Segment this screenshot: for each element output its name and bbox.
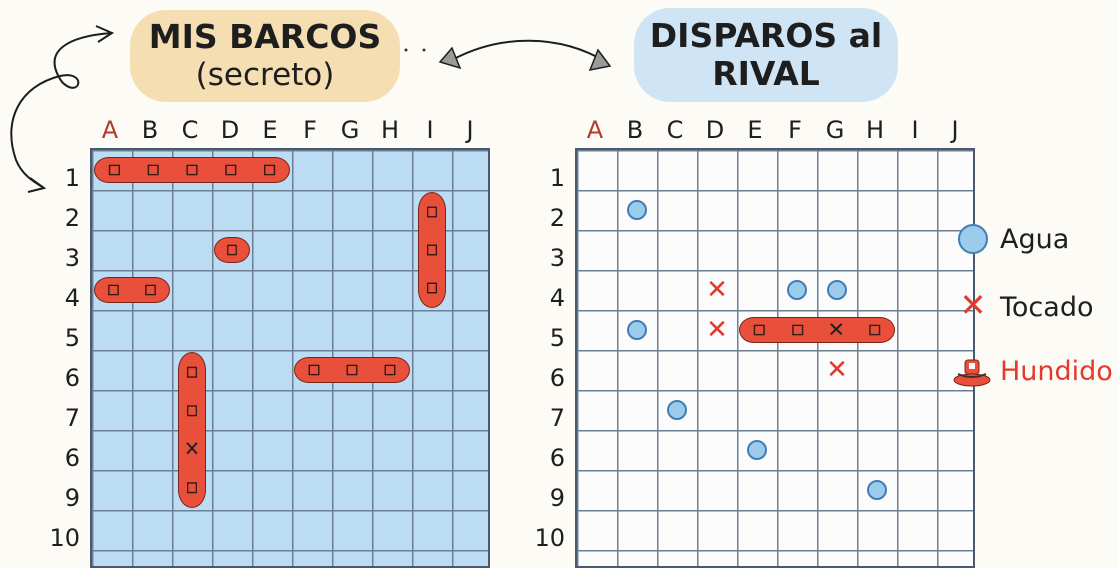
rival-shots-title-bubble: DISPAROS al RIVAL — [634, 8, 898, 102]
rival-row-label-2: 2 — [549, 204, 565, 232]
rival-row-label-8: 6 — [549, 444, 565, 472]
rival-shots-title-line2: RIVAL — [712, 54, 820, 93]
water-marker — [627, 320, 647, 340]
my-row-label-10: 10 — [49, 524, 80, 552]
water-marker — [867, 480, 887, 500]
decorative-arrows — [10, 25, 612, 193]
rival-shots-board[interactable]: ✕ ✕ ✕ ✕ — [575, 148, 975, 568]
my-row-label-7: 7 — [64, 404, 80, 432]
rival-row-label-5: 5 — [549, 324, 565, 352]
my-row-label-2: 2 — [64, 204, 80, 232]
my-row-label-9: 9 — [64, 484, 80, 512]
my-col-label-B: B — [141, 116, 159, 144]
my-row-label-8: 6 — [64, 444, 80, 472]
water-marker — [787, 280, 807, 300]
legend-water: Agua — [952, 222, 1069, 256]
hit-cross-icon: ✕ — [959, 286, 987, 324]
my-col-label-A: A — [101, 116, 119, 144]
my-row-label-5: 5 — [64, 324, 80, 352]
water-marker — [747, 440, 767, 460]
my-col-label-I: I — [426, 116, 434, 144]
legend-sunk: Hundido — [952, 354, 1113, 388]
my-row-label-3: 3 — [64, 244, 80, 272]
sunk-ship: ✕ — [739, 317, 895, 343]
my-ships-title-bubble: MIS BARCOS (secreto) — [130, 10, 400, 102]
my-col-label-H: H — [380, 116, 400, 144]
my-col-label-F: F — [303, 116, 317, 144]
rival-row-label-4: 4 — [549, 284, 565, 312]
my-col-label-D: D — [220, 116, 240, 144]
ship — [294, 357, 410, 383]
rival-row-label-6: 6 — [549, 364, 565, 392]
ship — [418, 192, 446, 308]
my-col-label-J: J — [466, 116, 474, 144]
my-col-label-G: G — [340, 116, 360, 144]
my-ships-subtitle: (secreto) — [195, 57, 335, 93]
my-col-label-E: E — [262, 116, 278, 144]
ship: ✕ — [178, 352, 206, 508]
ship — [94, 277, 170, 303]
curved-arrow-icon — [10, 32, 113, 189]
rival-col-label-F: F — [788, 116, 802, 144]
svg-text:✕: ✕ — [827, 318, 845, 341]
water-marker — [827, 280, 847, 300]
hit-marker: ✕ — [706, 275, 728, 305]
my-ships-title: MIS BARCOS — [148, 17, 382, 56]
legend-hit: ✕ Tocado — [952, 286, 1094, 324]
rival-col-label-D: D — [705, 116, 725, 144]
double-arrow-icon — [451, 39, 607, 63]
my-col-label-C: C — [181, 116, 199, 144]
sunk-ship-icon — [952, 354, 992, 388]
ship — [214, 237, 250, 263]
hit-marker: ✕ — [706, 315, 728, 345]
water-marker — [667, 400, 687, 420]
rival-row-label-3: 3 — [549, 244, 565, 272]
legend-hit-label: Tocado — [1000, 291, 1094, 323]
water-marker-icon — [952, 222, 992, 256]
rival-col-label-A: A — [586, 116, 604, 144]
rival-col-label-G: G — [825, 116, 845, 144]
rival-col-label-J: J — [951, 116, 959, 144]
rival-col-label-I: I — [911, 116, 919, 144]
hit-marker: ✕ — [826, 355, 848, 385]
rival-col-label-B: B — [626, 116, 644, 144]
rival-row-label-10: 10 — [534, 524, 565, 552]
rival-row-label-7: 7 — [549, 404, 565, 432]
rival-col-label-C: C — [666, 116, 684, 144]
legend-water-label: Agua — [1000, 223, 1070, 255]
legend-sunk-label: Hundido — [1000, 355, 1113, 387]
my-row-label-4: 4 — [64, 284, 80, 312]
rival-shots-title-line1: DISPAROS al — [649, 16, 883, 55]
my-row-label-1: 1 — [64, 164, 80, 192]
water-marker — [627, 200, 647, 220]
rival-row-label-9: 9 — [549, 484, 565, 512]
rival-row-label-1: 1 — [549, 164, 565, 192]
rival-col-label-E: E — [747, 116, 763, 144]
ship — [94, 157, 290, 183]
my-ships-board: ✕ — [90, 148, 490, 568]
my-row-label-6: 6 — [64, 364, 80, 392]
svg-text:✕: ✕ — [184, 436, 200, 461]
rival-col-label-H: H — [865, 116, 885, 144]
